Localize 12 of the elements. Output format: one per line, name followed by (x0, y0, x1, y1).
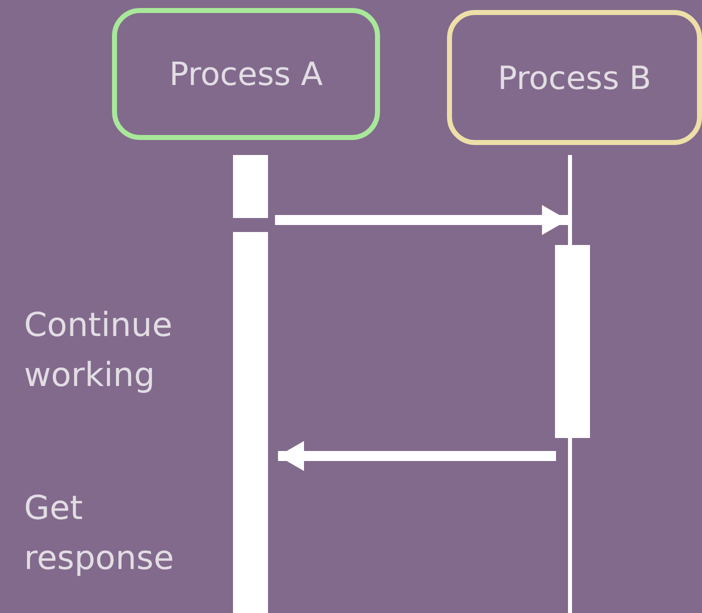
activation-bar (233, 232, 268, 613)
process-name: Process B (498, 58, 652, 96)
activation-bar (555, 245, 590, 438)
step-note: Continue working (24, 304, 174, 396)
process-box (447, 10, 702, 145)
activation-bar (233, 155, 268, 218)
arrow (278, 441, 556, 471)
step-note: Get response (24, 487, 175, 579)
process-name: Process A (169, 55, 323, 93)
process-box (112, 8, 380, 140)
lifeline (568, 155, 572, 245)
arrow (275, 205, 568, 235)
